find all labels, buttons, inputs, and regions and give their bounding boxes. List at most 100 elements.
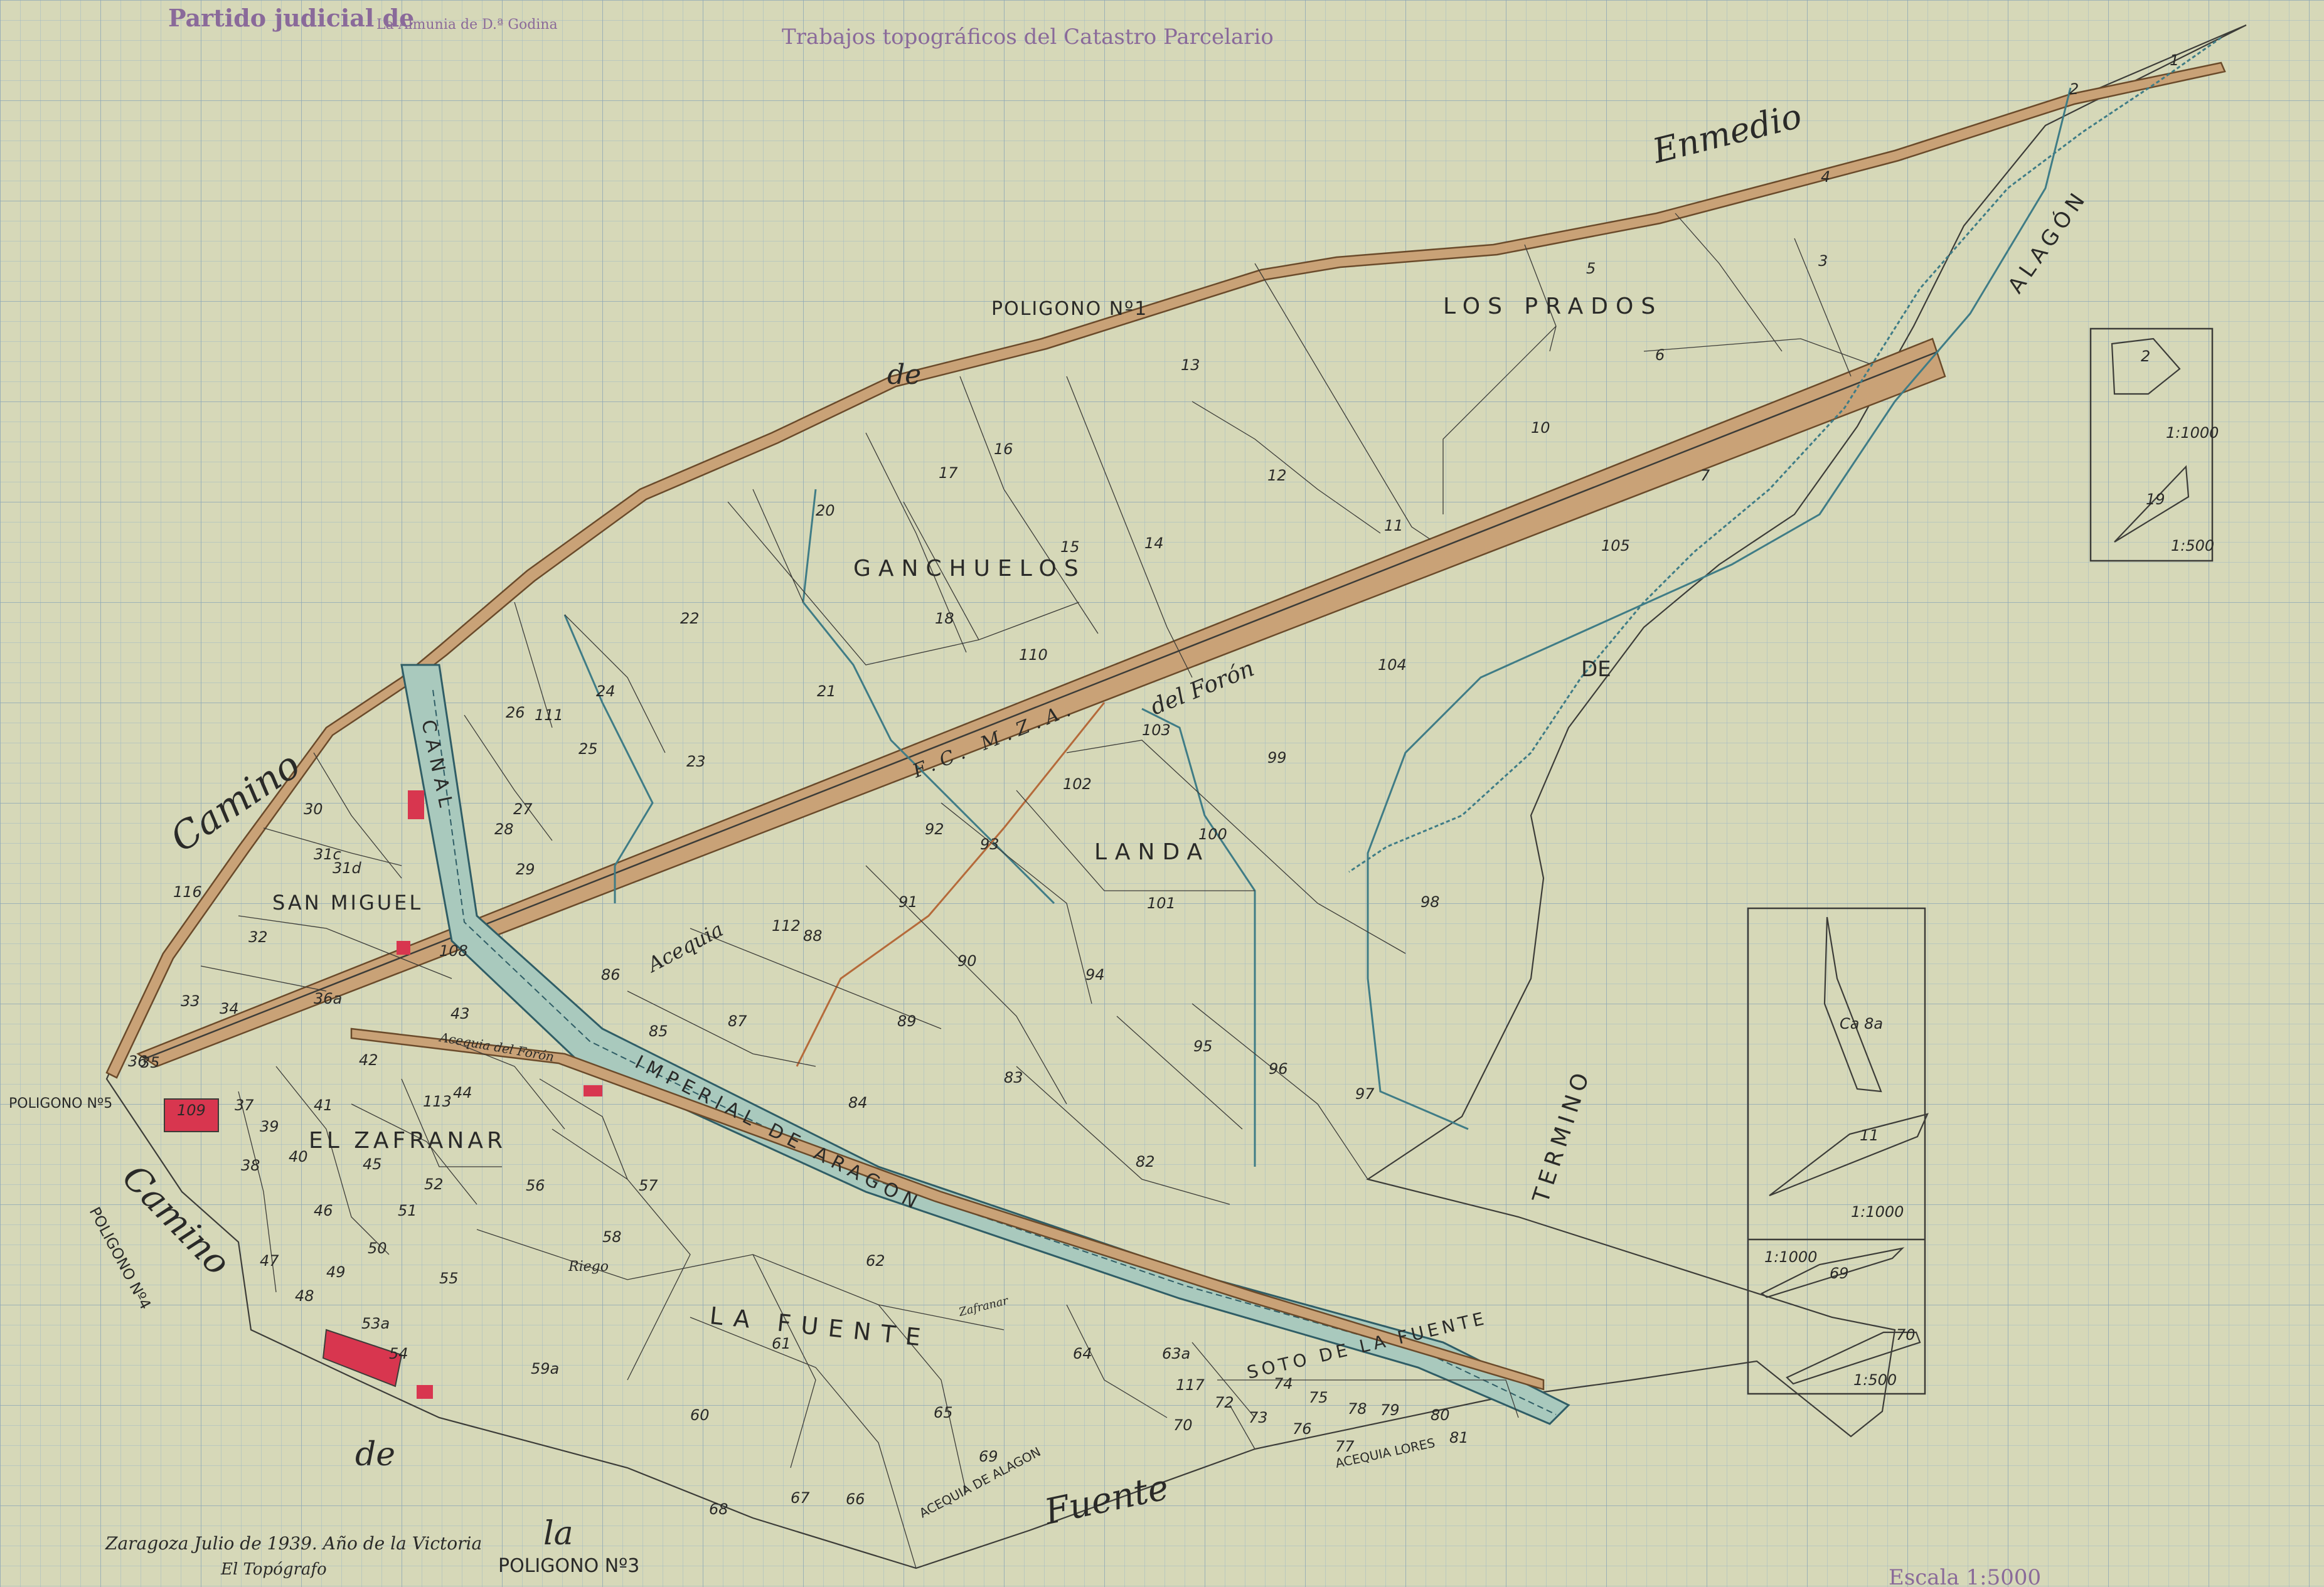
inset-label-ca8a: Ca 8a — [1840, 1015, 1883, 1032]
parcel-number: 10 — [1531, 419, 1550, 437]
parcel-number: 116 — [173, 883, 202, 901]
parcel-number: 39 — [260, 1118, 279, 1135]
inset-parcel-69 — [1760, 1247, 1905, 1298]
parcel-number: 64 — [1073, 1345, 1092, 1362]
parcel-number: 92 — [925, 820, 944, 838]
channel-east — [1367, 87, 2072, 1130]
label-landa: LANDA — [1094, 839, 1210, 865]
parcel-number: 18 — [935, 610, 954, 627]
parcel-number: 113 — [423, 1093, 452, 1110]
red-building-canal — [408, 790, 424, 819]
parcel-number: 34 — [220, 1000, 239, 1017]
parcel-number: 94 — [1085, 966, 1105, 984]
label-ganchuelos: GANCHUELOS — [853, 556, 1086, 581]
parcel-number: 1 — [2170, 51, 2179, 69]
parcel-number: 58 — [602, 1228, 622, 1246]
parcel-number: 73 — [1249, 1409, 1268, 1426]
parcel-number: 89 — [897, 1012, 917, 1030]
parcel-number: 40 — [289, 1148, 308, 1165]
footer-topografo: El Topógrafo — [220, 1560, 327, 1579]
parcel-number: 26 — [506, 704, 525, 721]
red-building-foron — [584, 1085, 602, 1096]
channel-ganchuelos — [802, 489, 1055, 905]
parcel-number: 100 — [1198, 825, 1227, 843]
parcel-number: 87 — [728, 1012, 747, 1030]
parcel-number: 72 — [1215, 1394, 1234, 1411]
inset-scale-3b: 1:500 — [1853, 1371, 1897, 1389]
parcel-number: 46 — [314, 1202, 333, 1219]
parcel-number: 78 — [1348, 1400, 1367, 1418]
parcel-number: 42 — [359, 1051, 378, 1069]
parcel-number: 104 — [1378, 656, 1407, 674]
parcel-number: 62 — [866, 1252, 885, 1270]
inset-box-1: 2 1:1000 19 1:500 — [2089, 327, 2219, 562]
parcel-number: 11 — [1384, 517, 1404, 534]
parcel-number: 110 — [1019, 646, 1048, 664]
parcel-number: 44 — [453, 1084, 472, 1101]
parcel-lines — [200, 213, 1870, 1569]
parcel-number: 86 — [601, 966, 621, 984]
parcel-number: 76 — [1293, 1420, 1312, 1438]
parcel-number: 91 — [898, 893, 918, 911]
parcel-number: 48 — [295, 1287, 314, 1305]
parcel-number: 16 — [994, 440, 1013, 458]
parcel-number: 30 — [304, 800, 323, 818]
parcel-number: 102 — [1063, 775, 1092, 793]
parcel-number: 105 — [1601, 537, 1630, 555]
parcel-number: 108 — [439, 942, 468, 960]
label-de3: de — [355, 1436, 395, 1473]
label-riego: Riego — [568, 1259, 609, 1275]
label-poligono5: POLIGONO Nº5 — [9, 1096, 112, 1112]
inset-parcel-2 — [2111, 337, 2181, 395]
footer-signature: Zaragoza Julio de 1939. Año de la Victor… — [105, 1533, 482, 1554]
channel-landa — [1141, 708, 1256, 1167]
parcel-number: 61 — [772, 1335, 791, 1352]
railway-fc-mza — [136, 337, 1946, 1068]
parcel-number: 33 — [181, 992, 200, 1010]
parcel-number: 82 — [1136, 1153, 1155, 1170]
footer-scale: Escala 1:5000 — [1889, 1565, 2041, 1587]
partido-label: Partido judicial de — [168, 4, 414, 32]
parcel-number: 75 — [1309, 1389, 1328, 1406]
label-el-zafranar: EL ZAFRANAR — [309, 1128, 506, 1154]
parcel-number: 66 — [846, 1490, 865, 1508]
parcel-number: 54 — [389, 1345, 408, 1362]
parcel-number: 12 — [1267, 467, 1287, 484]
inset-label-11: 11 — [1860, 1127, 1879, 1144]
inset-scale-3a: 1:1000 — [1764, 1248, 1817, 1266]
parcel-number: 112 — [772, 917, 801, 935]
parcel-number: 77 — [1335, 1438, 1355, 1455]
parcel-number: 28 — [494, 820, 514, 838]
parcel-number: 17 — [939, 464, 958, 482]
parcel-number: 2 — [2069, 80, 2079, 98]
label-de1: de — [887, 359, 921, 391]
parcel-number: 31d — [333, 859, 362, 877]
parcel-number: 41 — [314, 1096, 333, 1114]
partido-value: La Almunia de D.ª Godina — [376, 17, 558, 33]
parcel-number: 117 — [1176, 1376, 1205, 1394]
parcel-number: 6 — [1655, 346, 1665, 364]
inset-label-69: 69 — [1830, 1265, 1849, 1282]
parcel-number: 101 — [1147, 894, 1176, 912]
inset-frame-1 — [2089, 327, 2214, 562]
parcel-number: 32 — [248, 928, 268, 946]
parcel-number: 53a — [361, 1315, 390, 1332]
inset-scale-2: 1:1000 — [1851, 1203, 1904, 1221]
alagon-river-channel — [1348, 36, 2222, 873]
parcel-number: 79 — [1380, 1401, 1400, 1419]
parcel-numbers: 1 2 3 4 5 6 7 10 11 12 13 14 15 16 17 18… — [128, 51, 2179, 1518]
parcel-number: 31c — [314, 846, 341, 863]
parcel-number: 85 — [649, 1022, 668, 1040]
parcel-number: 83 — [1004, 1069, 1023, 1086]
parcel-number: 45 — [363, 1155, 382, 1173]
parcel-number: 35 — [141, 1054, 160, 1071]
parcel-number: 23 — [686, 753, 706, 770]
parcel-number: 60 — [690, 1406, 710, 1424]
inset-parcel-11 — [1769, 1113, 1929, 1197]
parcel-number: 99 — [1267, 749, 1287, 767]
parcel-number: 37 — [235, 1096, 254, 1114]
inset-frame-2 — [1747, 907, 1926, 1395]
label-de2: DE — [1581, 657, 1611, 682]
